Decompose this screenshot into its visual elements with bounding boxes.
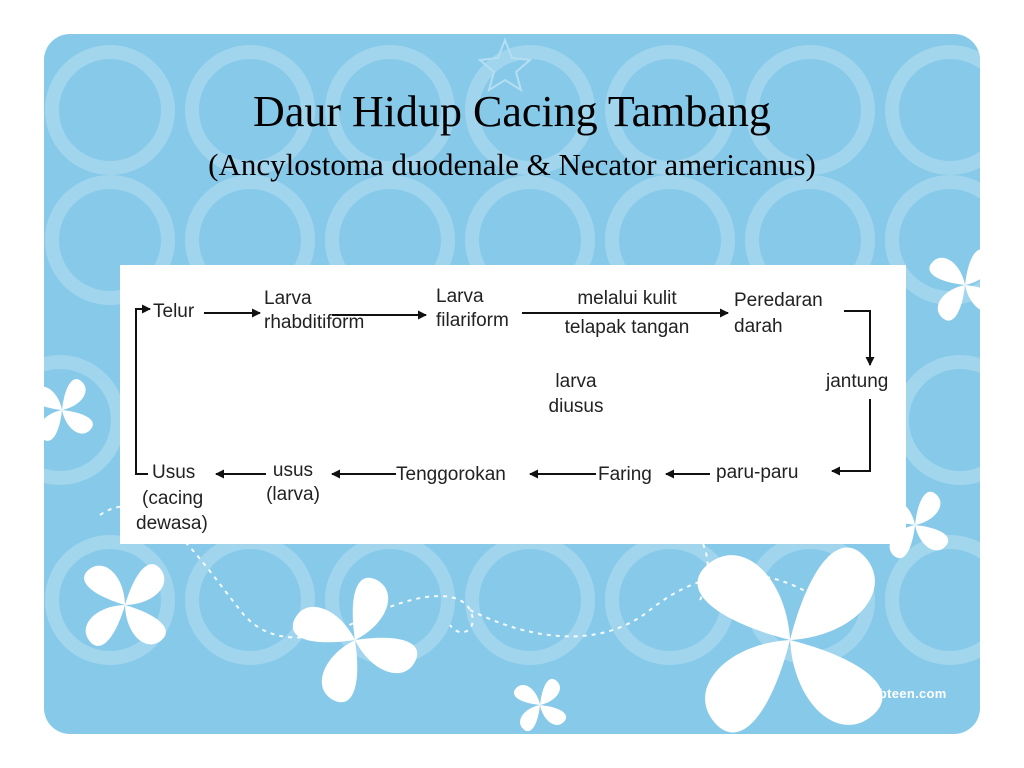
diagram-arrows (135, 304, 875, 479)
node-faring: Faring (598, 464, 652, 485)
arrow-peredaran-jantung (844, 310, 875, 366)
node-filariform-line1: Larva (436, 286, 484, 307)
node-usus-dewasa-line3: dewasa) (136, 513, 208, 534)
node-kulit-line1: melalui kulit (577, 288, 677, 309)
slide-subtitle: (Ancylostoma duodenale & Necator america… (208, 147, 816, 182)
star-outline (477, 37, 533, 93)
node-rhabditiform-line2: rhabditiform (264, 312, 365, 333)
node-filariform-line2: filariform (436, 310, 509, 331)
node-peredaran-line2: darah (734, 316, 783, 337)
lifecycle-diagram: Telur Larva rhabditiform Larva filarifor… (120, 265, 906, 544)
node-paru-paru: paru-paru (716, 462, 799, 483)
watermark-text: www.pbteen.com (836, 686, 947, 701)
node-kulit-line2: telapak tangan (564, 317, 690, 338)
arrow-cycle-return (135, 304, 151, 475)
node-usus-larva-line1: usus (272, 460, 314, 481)
node-telur: Telur (153, 301, 195, 322)
node-peredaran-line1: Peredaran (734, 290, 823, 311)
node-usus-dewasa-line2: (cacing (142, 488, 204, 509)
node-jantung: jantung (826, 371, 889, 392)
node-usus-larva-line2: (larva) (266, 484, 320, 505)
arrow-jantung-paru (831, 399, 871, 476)
node-usus-dewasa-line1: Usus (152, 462, 196, 483)
slide-title: Daur Hidup Cacing Tambang (253, 87, 771, 136)
node-diusus-line2: diusus (548, 396, 604, 417)
node-rhabditiform-line1: Larva (264, 288, 312, 309)
node-diusus-line1: larva (555, 371, 597, 392)
node-tenggorokan: Tenggorokan (396, 464, 506, 485)
